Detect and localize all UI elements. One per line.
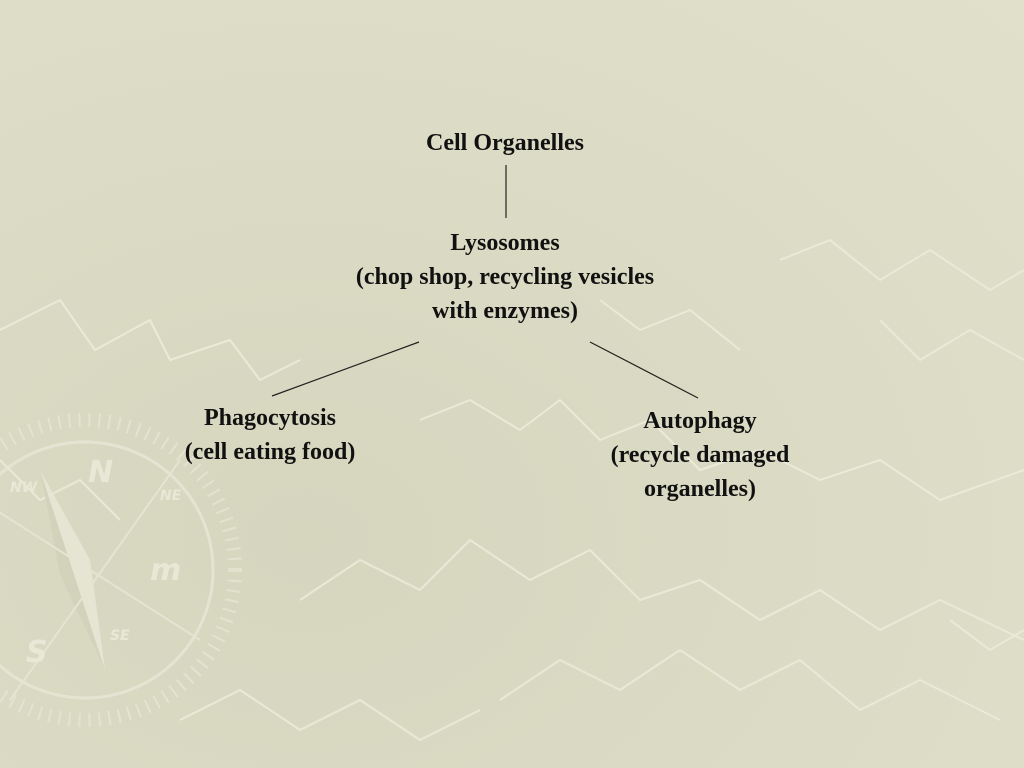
compass-letter-nw: NW — [10, 480, 38, 496]
node-lysosomes-line2: (chop shop, recycling vesicles — [355, 264, 655, 290]
node-autophagy: Autophagy (recycle damaged organelles) — [560, 404, 840, 506]
compass-letter-m: m — [150, 553, 181, 588]
compass-letter-se: SE — [110, 628, 130, 644]
compass-letter-ne: NE — [160, 488, 182, 504]
node-phagocytosis-line2: (cell eating food) — [184, 439, 356, 465]
compass-letter-s: S — [26, 635, 48, 670]
node-lysosomes-line3: with enzymes) — [432, 298, 578, 324]
node-cell-organelles-label: Cell Organelles — [426, 130, 584, 156]
compass-letter-n: N — [88, 455, 113, 490]
node-phagocytosis: Phagocytosis (cell eating food) — [130, 401, 410, 469]
node-phagocytosis-title: Phagocytosis — [204, 405, 336, 431]
node-autophagy-title: Autophagy — [643, 408, 757, 434]
compass-rose-icon — [0, 413, 242, 727]
node-autophagy-line3: organelles) — [644, 476, 756, 502]
node-lysosomes-title: Lysosomes — [450, 230, 560, 256]
node-lysosomes: Lysosomes (chop shop, recycling vesicles… — [300, 226, 710, 328]
node-autophagy-line2: (recycle damaged — [610, 442, 790, 468]
node-cell-organelles: Cell Organelles — [380, 126, 630, 160]
